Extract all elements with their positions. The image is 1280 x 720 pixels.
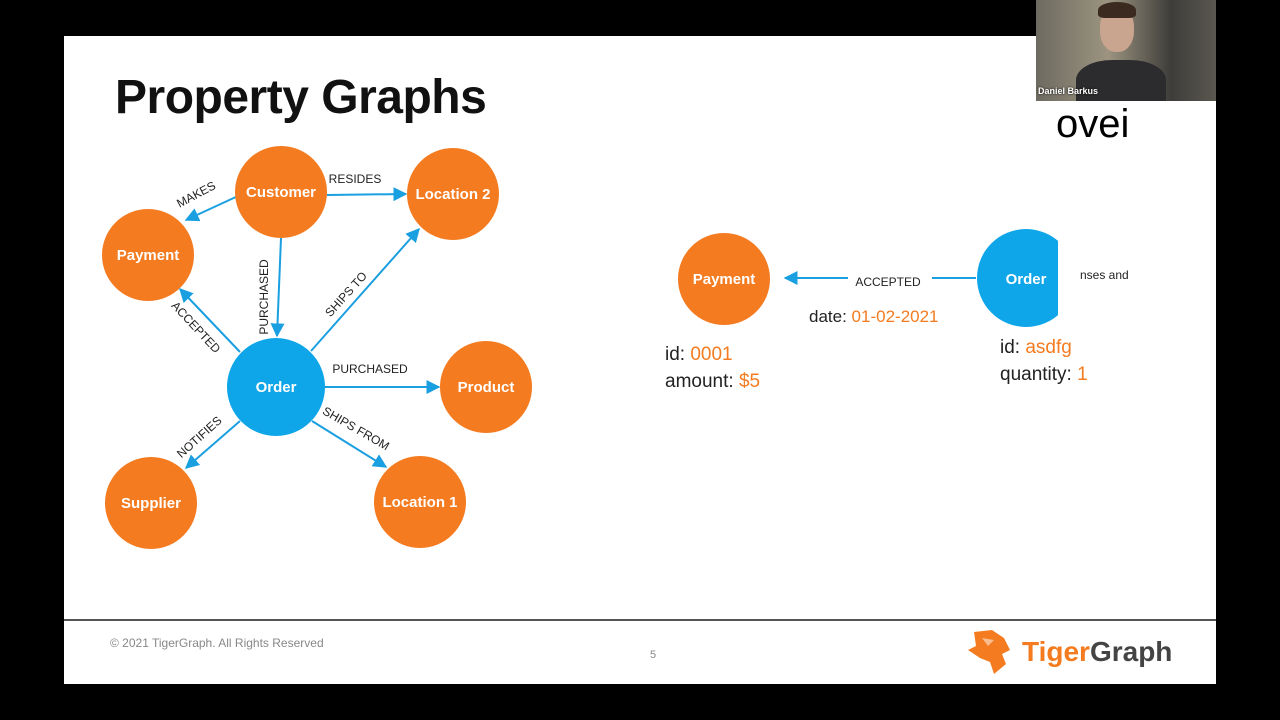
- page-number: 5: [650, 649, 657, 661]
- svg-text:Product: Product: [458, 379, 515, 396]
- edge-makes: [184, 195, 239, 222]
- slide-title: Property Graphs: [115, 71, 487, 124]
- label-example-accepted: ACCEPTED: [855, 275, 921, 289]
- edge-accepted: [179, 287, 241, 353]
- logo-tiger: Tiger: [1022, 636, 1090, 667]
- svg-text:Payment: Payment: [693, 271, 756, 288]
- node-payment: Payment: [102, 209, 194, 301]
- svg-text:Customer: Customer: [246, 184, 316, 201]
- node-supplier: Supplier: [105, 457, 197, 549]
- svg-text:Payment: Payment: [117, 247, 180, 264]
- order-quantity: quantity: 1: [1000, 364, 1088, 385]
- logo-graph: Graph: [1089, 636, 1173, 667]
- example-order-node: Order: [977, 229, 1058, 327]
- footer-divider: [64, 619, 1216, 621]
- svg-text:Order: Order: [1006, 271, 1047, 288]
- tigergraph-logo: TigerGraph: [964, 628, 1172, 676]
- participant-name: Daniel Barkus: [1038, 86, 1099, 96]
- svg-text:Location 1: Location 1: [382, 494, 457, 511]
- svg-text:Order: Order: [256, 379, 297, 396]
- tiger-icon: [968, 630, 1010, 674]
- order-id: id: asdfg: [1000, 337, 1072, 358]
- label-resides: RESIDES: [329, 172, 382, 186]
- example-payment-node: Payment: [678, 233, 770, 325]
- node-order: Order: [227, 338, 325, 436]
- svg-text:Supplier: Supplier: [121, 495, 181, 512]
- partial-text: nses and: [1080, 268, 1129, 282]
- node-customer: Customer: [235, 146, 327, 238]
- edge-purchased-customer: [270, 237, 285, 338]
- partial-title: ovei: [1056, 102, 1130, 146]
- svg-text:Location 2: Location 2: [415, 186, 490, 203]
- label-purchased-product: PURCHASED: [332, 362, 408, 376]
- node-location-1: Location 1: [374, 456, 466, 548]
- label-ships-from: SHIPS FROM: [320, 404, 392, 453]
- webcam-overlay: Daniel Barkus: [1036, 0, 1216, 101]
- edge-notifies: [184, 420, 241, 469]
- edge-resides: [326, 187, 408, 202]
- edge-ships-to: [310, 227, 420, 352]
- label-notifies: NOTIFIES: [174, 413, 224, 460]
- payment-id: id: 0001: [665, 344, 733, 365]
- payment-amount: amount: $5: [665, 371, 760, 392]
- edge-date: date: 01-02-2021: [809, 307, 939, 326]
- label-makes: MAKES: [174, 178, 218, 210]
- node-product: Product: [440, 341, 532, 433]
- copyright: © 2021 TigerGraph. All Rights Reserved: [110, 636, 324, 650]
- node-location-2: Location 2: [407, 148, 499, 240]
- edge-ships-from: [311, 420, 388, 468]
- label-purchased-customer: PURCHASED: [257, 259, 271, 335]
